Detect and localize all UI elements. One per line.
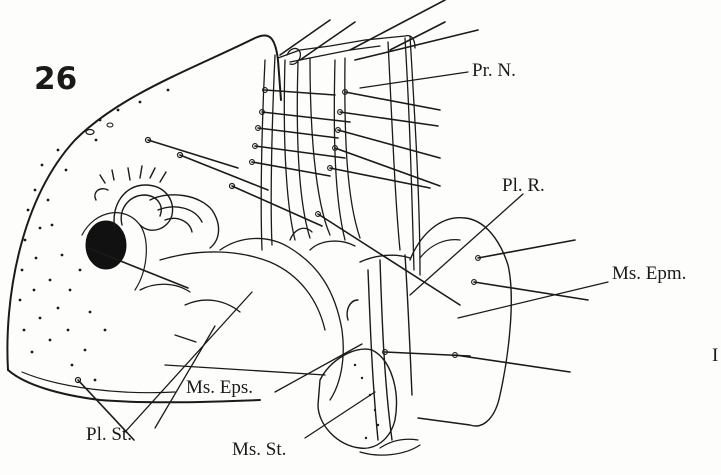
label-edge-fragment: I [712, 346, 718, 365]
mesepimeron-sockets [383, 256, 481, 358]
mesepimeron-bristles [385, 240, 588, 372]
label-pleural-ridge: Pl. R. [502, 176, 545, 195]
head-pit-2 [107, 123, 113, 127]
label-mesepisternum: Ms. Eps. [186, 378, 253, 397]
label-pronotum: Pr. N. [472, 61, 516, 80]
pronotum-bands [261, 36, 420, 275]
eye [86, 221, 126, 269]
label-mesepimeron: Ms. Epm. [612, 264, 686, 283]
label-mesosternum: Ms. St. [232, 440, 286, 459]
label-pleural-sternite: Pl. St. [86, 425, 132, 444]
head-pit [86, 130, 94, 135]
figure-number: 26 [34, 64, 77, 95]
pronotum-long-bristle [318, 214, 460, 305]
